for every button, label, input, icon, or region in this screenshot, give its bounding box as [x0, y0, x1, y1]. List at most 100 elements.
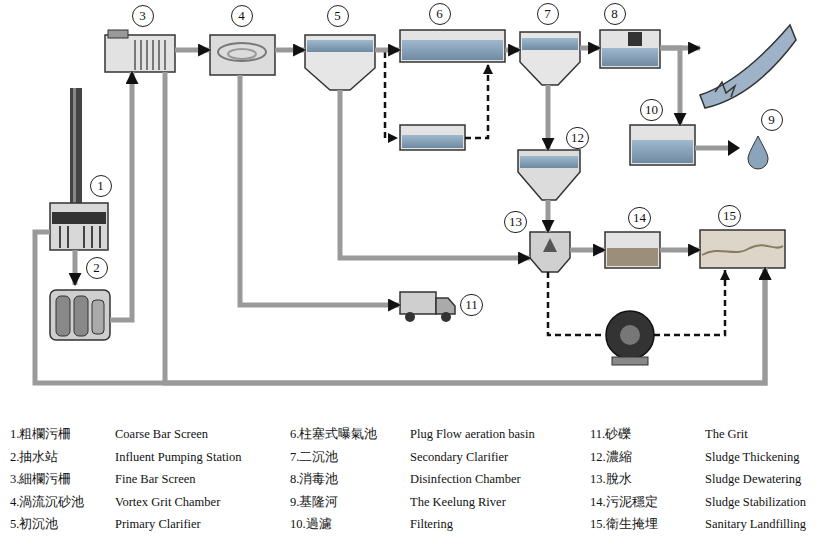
callout-number: 1: [90, 175, 112, 197]
flow-arrow: [340, 90, 530, 258]
process-unit: 12: [518, 150, 580, 200]
dewatering-drop: [543, 238, 557, 252]
legend-translation: Primary Clarifier: [115, 516, 201, 532]
screen-water: [52, 212, 106, 224]
callout-number: 14: [628, 207, 651, 229]
flow-arrow: [580, 46, 600, 51]
fine-bars: [135, 40, 165, 70]
legend-term: 8.消毒池: [290, 471, 338, 487]
process-unit: 15: [700, 230, 785, 268]
flow-arrow: [546, 85, 551, 150]
flow-arrow: [35, 232, 765, 383]
callout-text: 14: [633, 210, 646, 225]
centrifuge-pump: [606, 311, 654, 359]
callout-number: 11: [460, 294, 483, 316]
legend-term: 12.濃縮: [590, 449, 632, 465]
legend-translation: Sludge Thickening: [705, 449, 800, 465]
legend-translation: Sludge Stabilization: [705, 494, 806, 510]
pipe-highlight: [73, 88, 76, 205]
callout-number: 6: [429, 3, 451, 25]
landfill-layer: [702, 245, 783, 255]
legend-translation: Filtering: [410, 516, 453, 532]
pump-cylinder: [74, 296, 88, 336]
process-unit: 13: [530, 232, 570, 272]
callout-text: 9: [768, 112, 775, 127]
process-unit: 10: [630, 125, 695, 165]
chlorinator: [628, 32, 642, 46]
callout-text: 5: [334, 8, 341, 23]
legend-translation: Secondary Clarifier: [410, 449, 508, 465]
legend-translation: Plug Flow aeration basin: [410, 426, 535, 442]
screen-rake: [108, 30, 128, 38]
water-drop: [748, 136, 768, 169]
legend-term: 4.渦流沉砂池: [10, 494, 84, 510]
callout-text: 8: [611, 6, 618, 21]
filter-tank: [630, 125, 695, 165]
sanitary-landfill: [700, 230, 785, 268]
flow-arrow: [165, 72, 765, 383]
pump-base: [612, 357, 648, 365]
pumping-station: [50, 290, 110, 340]
arrowhead: [728, 140, 740, 156]
reuse-arrow: [695, 146, 728, 151]
stabilized-sludge: [607, 248, 658, 266]
process-unit: 9: [700, 25, 796, 108]
legend-term: 13.脫水: [590, 471, 632, 487]
callout-number: 2: [86, 257, 108, 279]
callout-text: 7: [544, 6, 551, 21]
clarifier-water: [522, 38, 578, 50]
thickener-sludge: [520, 156, 578, 168]
vortex-swirl: [228, 49, 256, 59]
legend-term: 11.砂礫: [590, 426, 631, 442]
legend-term: 6.柱塞式曝氣池: [290, 426, 377, 442]
truck-cab: [436, 298, 455, 314]
pump-cylinder: [56, 296, 70, 336]
return-sludge-line: [465, 64, 488, 138]
keelung-river: [700, 25, 796, 108]
callout-number: 7: [537, 3, 559, 25]
callout-number: 12: [566, 127, 589, 149]
process-unit: 4: [210, 35, 275, 75]
flow-arrow: [570, 248, 605, 253]
callout-text: 1: [97, 178, 104, 193]
coarse-bar-screen: [50, 203, 108, 250]
return-sludge-line: [385, 52, 398, 138]
callout-text: 11: [465, 297, 478, 312]
flow-arrow: [110, 72, 132, 320]
callout-text: 13: [509, 214, 522, 229]
callout-text: 6: [436, 6, 443, 21]
clarifier-water: [307, 40, 373, 52]
filter-water: [632, 140, 693, 163]
callout-number: 13: [504, 211, 527, 233]
callout-number: 8: [604, 3, 626, 25]
callout-number: 10: [640, 99, 663, 121]
legend-translation: Sanitary Landfilling: [705, 516, 806, 532]
flow-arrow: [275, 48, 305, 53]
flow-arrow: [240, 75, 400, 305]
tank-water: [402, 135, 463, 148]
callout-number: 5: [327, 5, 349, 27]
process-unit: 6: [400, 30, 505, 62]
pump-hub: [620, 325, 640, 345]
flow-arrow: [660, 48, 680, 125]
sludge-thickener: [518, 150, 580, 200]
process-unit: 5: [305, 35, 375, 90]
grit-truck: [400, 292, 436, 314]
flow-arrow: [660, 248, 700, 253]
process-unit: 14: [605, 232, 660, 268]
callout-text: 15: [723, 208, 736, 223]
stabilization-tank: [605, 232, 660, 268]
callout-number: 15: [718, 205, 741, 227]
process-unit: 7: [520, 32, 580, 85]
truck-wheel: [405, 312, 415, 322]
chamber-water: [602, 48, 658, 66]
vortex-swirl: [218, 43, 266, 61]
legend-translation: Fine Bar Screen: [115, 471, 196, 487]
pump-motor: [92, 300, 104, 334]
process-unit: 2: [50, 285, 110, 345]
callout-text: 2: [93, 260, 100, 275]
primary-clarifier: [305, 35, 375, 90]
legend-translation: The Keelung River: [410, 494, 506, 510]
callout-text: 10: [645, 102, 658, 117]
